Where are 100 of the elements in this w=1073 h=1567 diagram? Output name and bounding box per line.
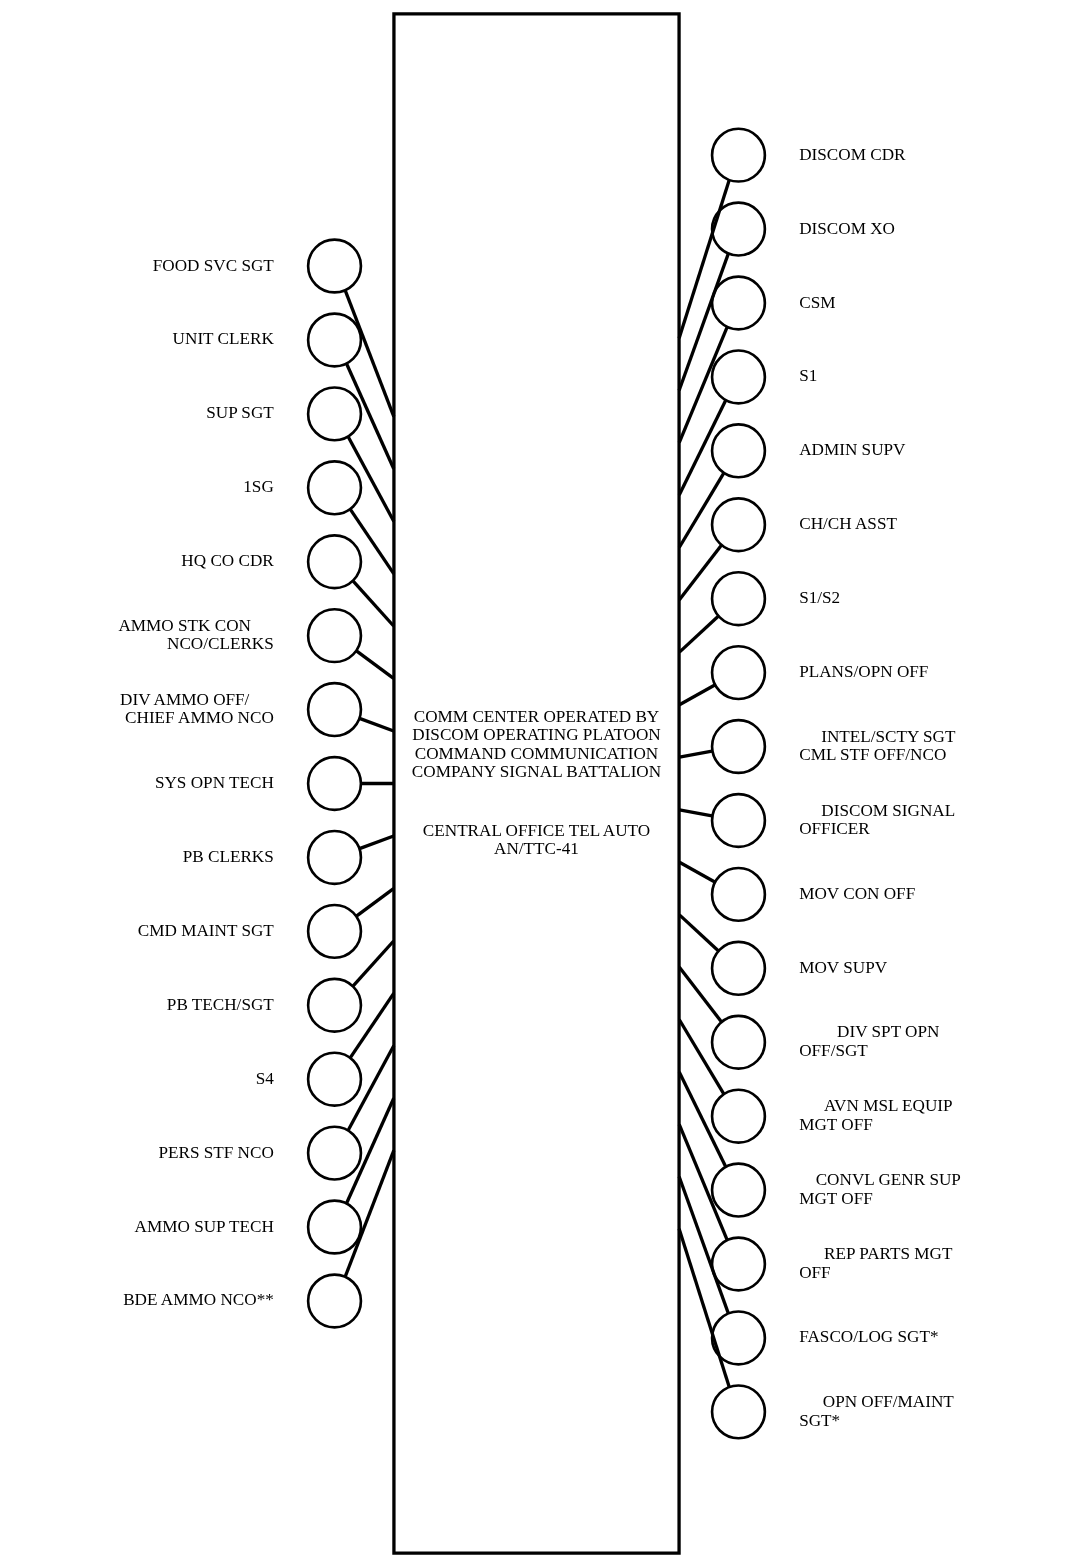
node-label: SYS OPN TECH [154, 772, 274, 792]
node-circle [710, 866, 767, 923]
node-circle [710, 792, 767, 849]
connector [348, 508, 396, 575]
node-label: OPN OFF/MAINT SGT* [799, 1392, 954, 1430]
connector [677, 326, 729, 444]
connector [351, 939, 395, 988]
node-circle [306, 903, 363, 960]
node-label: DISCOM XO [799, 218, 895, 238]
connector [679, 749, 713, 759]
node-circle [306, 1051, 363, 1107]
node-circle [710, 644, 767, 701]
connector [677, 472, 726, 549]
node-label: CONVL GENR SUP MGT OFF [799, 1170, 961, 1208]
connector [677, 1228, 731, 1388]
connector [345, 1097, 396, 1204]
connector [355, 887, 395, 918]
connector [346, 436, 396, 523]
node-circle [306, 534, 363, 590]
connector [677, 1071, 728, 1168]
node-circle [306, 977, 363, 1033]
node-label: AMMO SUP TECH [134, 1216, 274, 1236]
node-circle [306, 1125, 363, 1181]
node-label: AMMO STK CON NCO/CLERKS [118, 615, 274, 654]
node-label: HQ CO CDR [181, 551, 274, 571]
connector [346, 1044, 396, 1131]
node-circle [710, 1236, 767, 1292]
node-circle [710, 275, 767, 331]
connector [351, 579, 395, 628]
node-circle [306, 829, 363, 886]
node-label: S1 [799, 366, 818, 386]
node-label: REP PARTS MGT OFF [799, 1244, 953, 1282]
node-circle [306, 1199, 363, 1255]
node-circle [710, 127, 767, 183]
node-label: FOOD SVC SGT [152, 255, 274, 275]
connector [678, 614, 720, 654]
node-label: PB CLERKS [182, 846, 274, 866]
node-circle [306, 312, 363, 368]
connector [343, 289, 396, 418]
node-circle [306, 238, 363, 294]
node-label: S1/S2 [799, 588, 841, 608]
node-circle [306, 386, 363, 442]
node-label: MOV SUPV [799, 957, 888, 977]
connector [678, 913, 720, 953]
node-circle [306, 681, 363, 738]
node-label: SUP SGT [206, 403, 274, 423]
node-label: INTEL/SCTY SGT CML STF OFF/NCO [799, 726, 956, 765]
connector [677, 966, 723, 1023]
node-label: 1SG [243, 477, 274, 497]
node-label: CH/CH ASST [799, 514, 897, 534]
node-circle [710, 1014, 767, 1070]
node-circle [710, 940, 767, 997]
node-label: ADMIN SUPV [799, 440, 906, 460]
connector [361, 781, 394, 786]
node-circle [710, 349, 767, 405]
node-circle [710, 497, 767, 553]
node-label: CMD MAINT SGT [137, 920, 274, 940]
connector [679, 808, 713, 818]
node-circle [710, 201, 767, 257]
connector [677, 253, 730, 392]
connector [677, 179, 731, 339]
node-label: PERS STF NCO [158, 1142, 274, 1162]
node-label: PLANS/OPN OFF [799, 662, 929, 682]
node-label: PB TECH/SGT [166, 994, 274, 1014]
node-label: UNIT CLERK [172, 329, 274, 349]
node-circle [710, 718, 767, 775]
connector [678, 683, 716, 707]
node-circle [710, 423, 767, 479]
connector [358, 834, 395, 851]
node-label: BDE AMMO NCO** [123, 1290, 274, 1310]
connector [677, 544, 723, 601]
node-label: DISCOM CDR [799, 144, 906, 164]
node-circle [710, 570, 767, 627]
node-circle [306, 607, 363, 664]
connector [677, 399, 728, 496]
connector [358, 716, 395, 733]
connector [677, 1018, 726, 1095]
node-circle [710, 1088, 767, 1144]
node-circle [710, 1162, 767, 1218]
node-label: AVN MSL EQUIP MGT OFF [799, 1096, 953, 1134]
connector [345, 363, 396, 470]
node-label: S4 [255, 1068, 274, 1088]
connector [348, 992, 396, 1059]
node-label: FASCO/LOG SGT* [799, 1327, 939, 1347]
connector [343, 1149, 396, 1278]
connector [355, 649, 395, 680]
node-circle [306, 1273, 363, 1329]
node-label: DIV SPT OPN OFF/SGT [799, 1022, 940, 1060]
node-circle [306, 460, 363, 516]
node-circle [710, 1384, 767, 1440]
node-label: CSM [799, 292, 836, 312]
node-circle [710, 1310, 767, 1366]
node-circle [306, 755, 363, 812]
node-box: COMM CENTER OPERATED BY DISCOM OPERATING PLATOON COMMAND COMMUNICATION COMPANY SIGNAL BATTALION CENTRAL OFFICE TEL AUTO AN/TTC-41 [392, 12, 681, 1555]
node-label: DIV AMMO OFF/ CHIEF AMMO NCO [120, 689, 274, 728]
connector [678, 860, 716, 884]
node-label: DISCOM SIGNAL OFFICER [799, 800, 956, 839]
connector [677, 1123, 729, 1241]
node-label: MOV CON OFF [799, 883, 916, 903]
connector [677, 1175, 730, 1314]
